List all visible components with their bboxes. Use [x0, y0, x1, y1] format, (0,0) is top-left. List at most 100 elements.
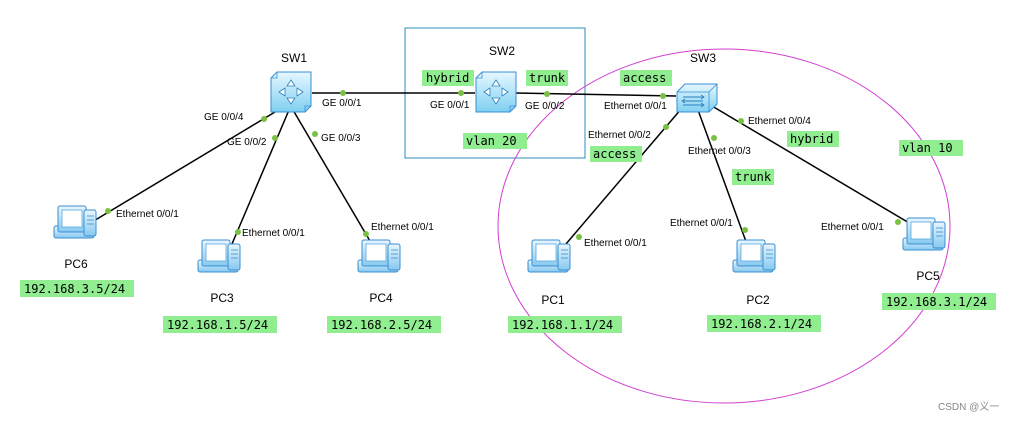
port-label: Ethernet 0/0/1	[371, 222, 434, 233]
port-dot	[363, 231, 369, 237]
tag-trunk: trunk	[735, 170, 772, 184]
pc1-name: PC1	[541, 293, 565, 307]
link-sw3-pc2	[697, 109, 753, 259]
port-dot	[458, 90, 464, 96]
switch-icon	[270, 71, 312, 113]
port-dot	[660, 93, 666, 99]
port-label: GE 0/0/2	[525, 101, 565, 112]
port-label: Ethernet 0/0/1	[584, 238, 647, 249]
port-labels: GE 0/0/1 GE 0/0/4 GE 0/0/2 GE 0/0/3 GE 0…	[116, 98, 884, 249]
switch-icon	[676, 83, 718, 113]
port-label: Ethernet 0/0/1	[821, 222, 884, 233]
pc-icon	[53, 205, 97, 239]
pc-icon	[902, 217, 946, 251]
link-sw3-pc1	[553, 107, 683, 259]
port-dot	[544, 91, 550, 97]
ip-bg	[508, 316, 622, 333]
sw3-device[interactable]: SW3	[676, 51, 718, 113]
port-label: GE 0/0/4	[204, 112, 244, 123]
tag-bg	[463, 133, 527, 149]
pc5-device[interactable]: PC5	[902, 217, 946, 283]
tag-bg	[787, 131, 839, 147]
pc6-name: PC6	[64, 257, 88, 271]
tag-hybrid: hybrid	[790, 132, 833, 146]
watermark: CSDN @义一	[938, 401, 999, 413]
ip-bg	[327, 316, 441, 333]
port-label: Ethernet 0/0/1	[242, 228, 305, 239]
pc5-name: PC5	[916, 269, 940, 283]
port-dot	[340, 90, 346, 96]
pc4-ip: 192.168.2.5/24	[331, 318, 432, 332]
sw2-device[interactable]: SW2	[475, 44, 517, 113]
tag-trunk: trunk	[529, 71, 566, 85]
port-dot	[272, 135, 278, 141]
tag-bg	[422, 70, 474, 86]
pc3-ip: 192.168.1.5/24	[167, 318, 268, 332]
port-dot	[663, 124, 669, 130]
pc-icon	[357, 239, 401, 273]
ip-labels: 192.168.3.5/24 192.168.1.5/24 192.168.2.…	[20, 280, 996, 333]
tag-bg	[620, 70, 672, 86]
link-sw1-pc6	[81, 105, 286, 229]
pc3-name: PC3	[210, 291, 234, 305]
sw3-name: SW3	[690, 51, 716, 65]
port-label: Ethernet 0/0/1	[116, 209, 179, 220]
link-sw2-sw3	[514, 92, 677, 97]
port-dot	[576, 234, 582, 240]
tag-bg	[899, 140, 963, 156]
ip-bg	[20, 280, 134, 297]
switch-icon	[475, 71, 517, 113]
sw1-name: SW1	[281, 51, 307, 65]
tag-labels: hybrid trunk access access trunk hybrid …	[422, 70, 963, 185]
port-label: GE 0/0/3	[321, 133, 361, 144]
pc3-device[interactable]: PC3	[197, 239, 241, 305]
tag-bg	[590, 146, 642, 162]
pc1-device[interactable]: PC1	[527, 239, 571, 307]
port-dot	[742, 227, 748, 233]
port-label: Ethernet 0/0/3	[688, 146, 751, 157]
port-label: Ethernet 0/0/4	[748, 116, 811, 127]
port-dot	[895, 219, 901, 225]
pc4-name: PC4	[369, 291, 393, 305]
tag-access: access	[593, 147, 636, 161]
sw1-device[interactable]: SW1	[270, 51, 312, 113]
port-label: Ethernet 0/0/1	[670, 218, 733, 229]
tag-hybrid: hybrid	[426, 71, 469, 85]
port-dot	[738, 118, 744, 124]
ip-bg	[707, 315, 821, 332]
tag-access: access	[623, 71, 666, 85]
sw2-name: SW2	[489, 44, 515, 58]
tag-bg	[732, 169, 774, 185]
port-label: GE 0/0/2	[227, 137, 267, 148]
port-dot	[711, 135, 717, 141]
ip-bg	[882, 293, 996, 310]
pc-icon	[527, 239, 571, 273]
port-label: Ethernet 0/0/2	[588, 130, 651, 141]
link-sw3-pc5	[711, 105, 927, 234]
pc4-device[interactable]: PC4	[357, 239, 401, 305]
tag-bg	[526, 70, 568, 86]
port-dot	[261, 116, 267, 122]
pc-icon	[197, 239, 241, 273]
pc2-name: PC2	[746, 293, 770, 307]
port-label: GE 0/0/1	[322, 98, 362, 109]
network-links	[81, 92, 927, 259]
port-label: Ethernet 0/0/1	[604, 101, 667, 112]
port-dot	[235, 229, 241, 235]
vlan-10-ellipse	[497, 48, 951, 404]
pc6-ip: 192.168.3.5/24	[24, 282, 125, 296]
port-dot	[312, 131, 318, 137]
port-dot	[105, 208, 111, 214]
pc2-device[interactable]: PC2	[732, 239, 776, 307]
pc6-device[interactable]: PC6	[53, 205, 97, 271]
pc5-ip: 192.168.3.1/24	[886, 295, 987, 309]
vlan-20-tag: vlan 20	[466, 134, 517, 148]
ip-bg	[163, 316, 277, 333]
port-dots	[105, 90, 901, 240]
vlan-10-tag: vlan 10	[902, 141, 953, 155]
pc2-ip: 192.168.2.1/24	[711, 317, 812, 331]
port-label: GE 0/0/1	[430, 100, 470, 111]
pc1-ip: 192.168.1.1/24	[512, 318, 613, 332]
